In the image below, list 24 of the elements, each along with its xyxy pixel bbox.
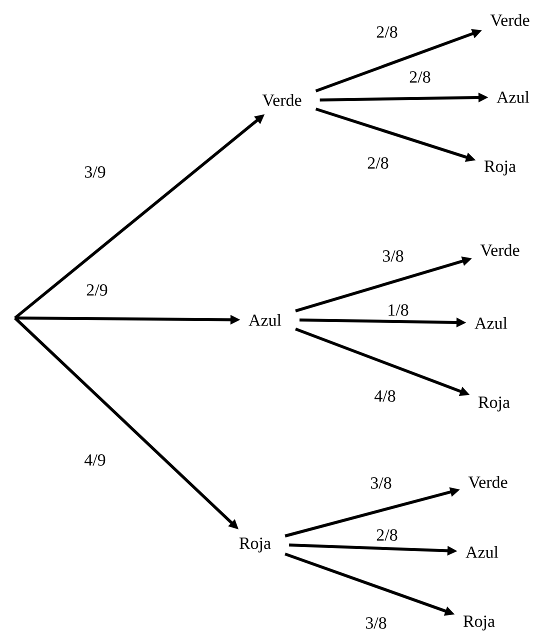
outcome-label: Verde xyxy=(490,14,530,26)
edge-label: 2/8 xyxy=(375,528,399,542)
outcome-label: Azul xyxy=(248,314,282,326)
outcome-label: Roja xyxy=(239,538,271,552)
edge-label: 2/8 xyxy=(366,156,390,170)
outcome-label: Verde xyxy=(480,244,520,256)
edge-label: 2/9 xyxy=(85,283,109,297)
edge-label: 3/8 xyxy=(364,616,388,630)
outcome-label: Azul xyxy=(466,546,498,558)
outcome-label: Roja xyxy=(463,616,495,630)
edge-label: 2/8 xyxy=(408,70,432,84)
outcome-label: Roja xyxy=(478,396,510,412)
edge-label: 2/8 xyxy=(375,25,399,39)
edge-label: 4/9 xyxy=(83,453,107,467)
outcome-label: Verde xyxy=(468,476,508,488)
edge-label: 1/8 xyxy=(386,303,410,317)
edge-label: 4/8 xyxy=(373,389,397,403)
outcome-label: Verde xyxy=(262,94,302,106)
edge-label: 3/8 xyxy=(381,249,405,263)
edge-label: 3/8 xyxy=(369,476,393,490)
outcome-label: Azul xyxy=(496,91,530,103)
edge-label: 3/9 xyxy=(83,165,107,179)
outcome-label: Azul xyxy=(474,317,508,329)
outcome-label: Roja xyxy=(484,160,516,176)
